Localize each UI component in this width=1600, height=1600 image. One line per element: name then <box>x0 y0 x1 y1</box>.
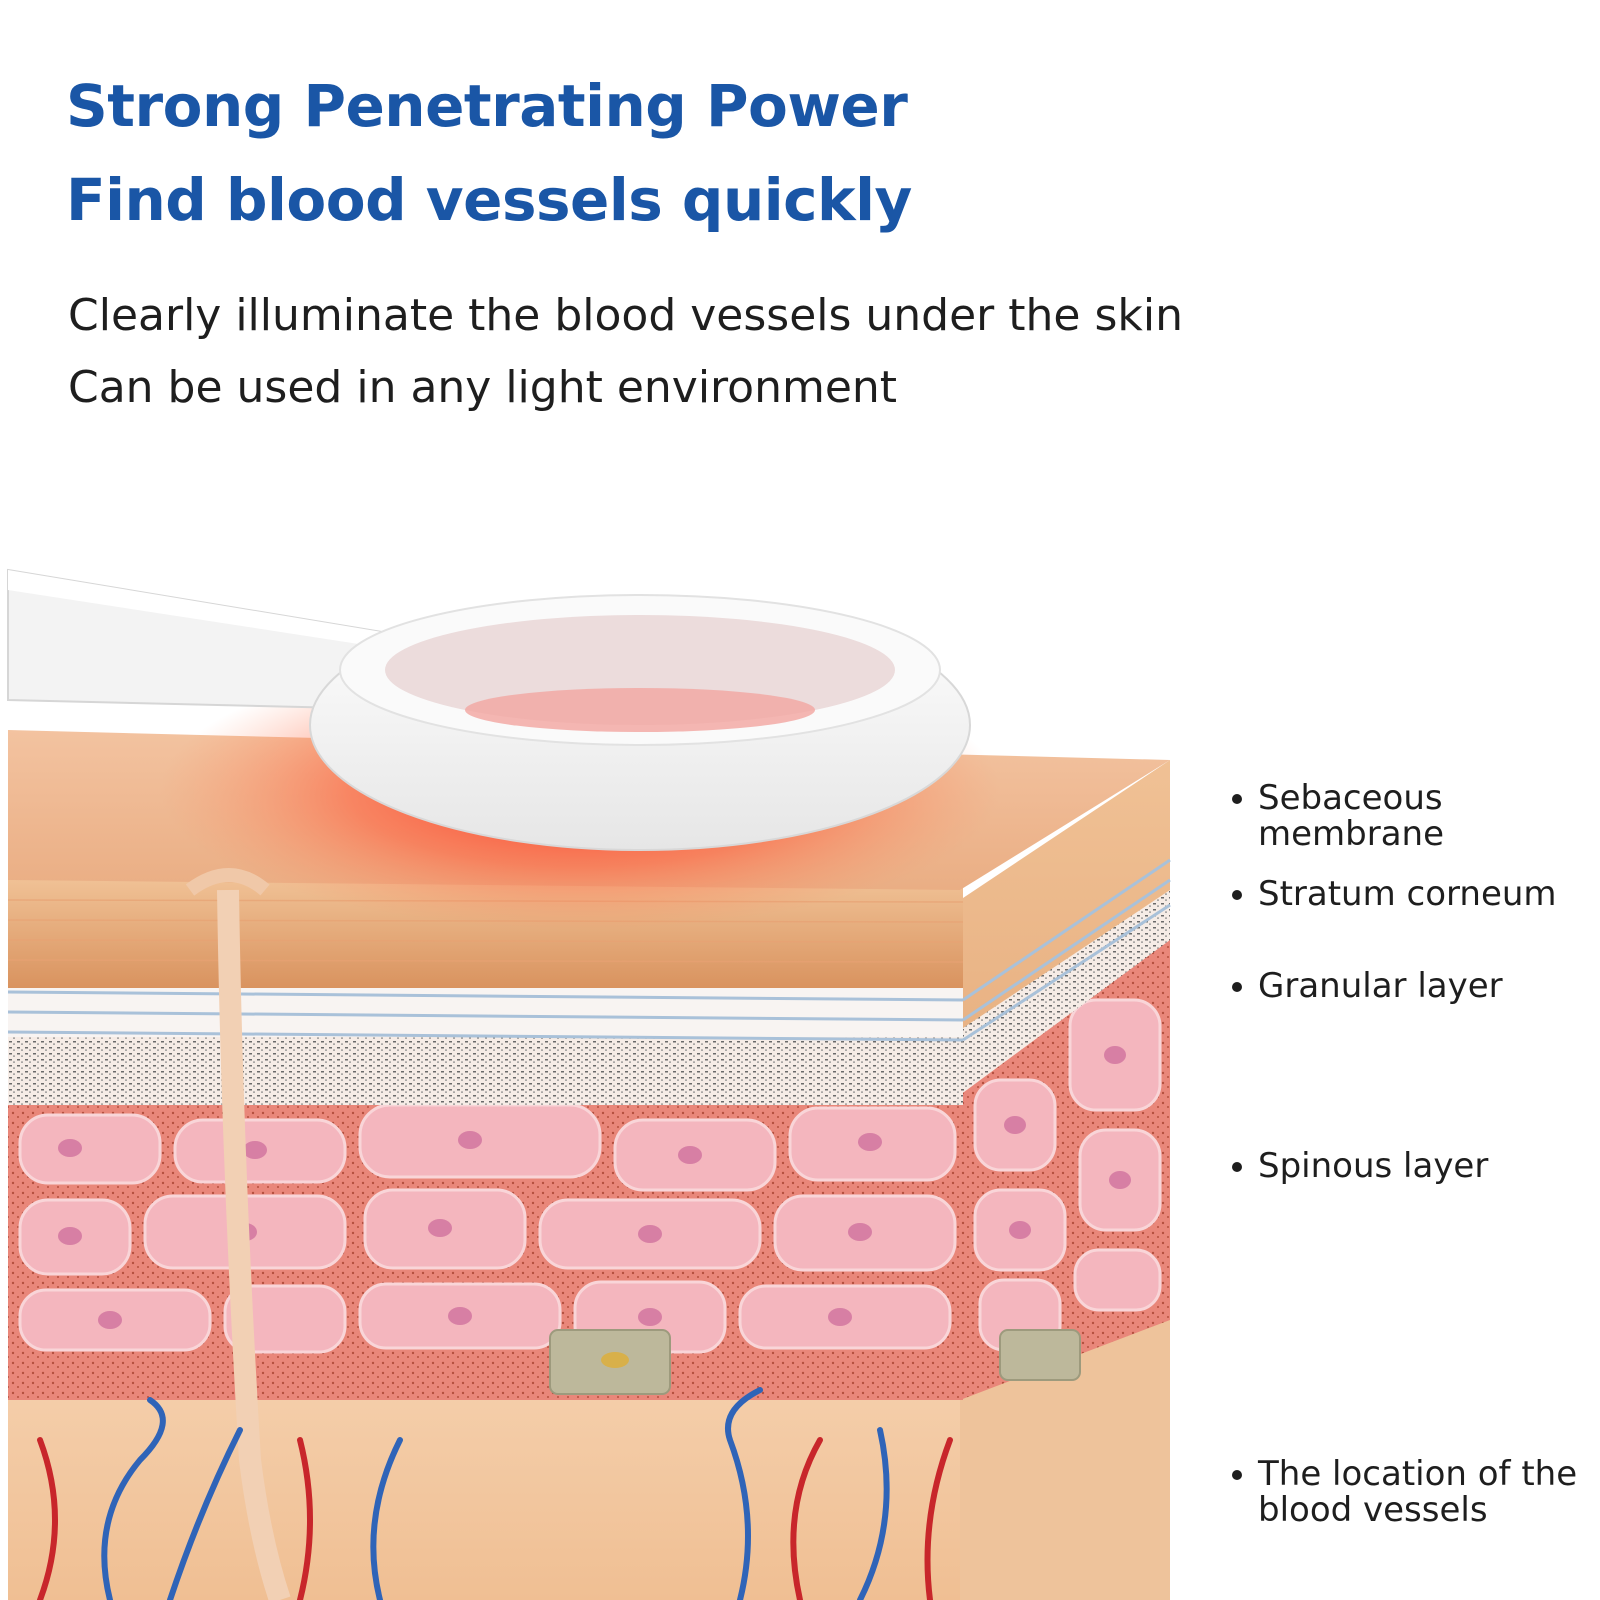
subheading-line-1: Clearly illuminate the blood vessels und… <box>68 290 1183 341</box>
subheading-line-2: Can be used in any light environment <box>68 362 898 413</box>
bullet-icon <box>1232 794 1242 804</box>
layer-label-granular: Granular layer <box>1232 968 1588 1004</box>
dermis-layer <box>8 1390 963 1600</box>
blood-vessels <box>37 1387 953 1600</box>
cell-nuclei <box>58 1046 1131 1329</box>
headline-line-2: Find blood vessels quickly <box>66 166 912 234</box>
headline-line-1: Strong Penetrating Power <box>66 72 908 140</box>
vein-finder-device <box>7 568 971 851</box>
layer-label-sebaceous: Sebaceous membrane <box>1232 780 1588 852</box>
bullet-icon <box>1232 1162 1242 1172</box>
skin-illustration <box>7 568 1171 1600</box>
bullet-icon <box>1232 1470 1242 1480</box>
bullet-icon <box>1232 982 1242 992</box>
layer-label-spinous: Spinous layer <box>1232 1148 1588 1184</box>
layer-label-stratum: Stratum corneum <box>1232 876 1588 912</box>
bullet-icon <box>1232 890 1242 900</box>
granular-layer <box>8 1035 963 1105</box>
layer-label-blood-vessels: The location of the blood vessels <box>1232 1456 1588 1528</box>
hair-shaft <box>217 889 291 1600</box>
